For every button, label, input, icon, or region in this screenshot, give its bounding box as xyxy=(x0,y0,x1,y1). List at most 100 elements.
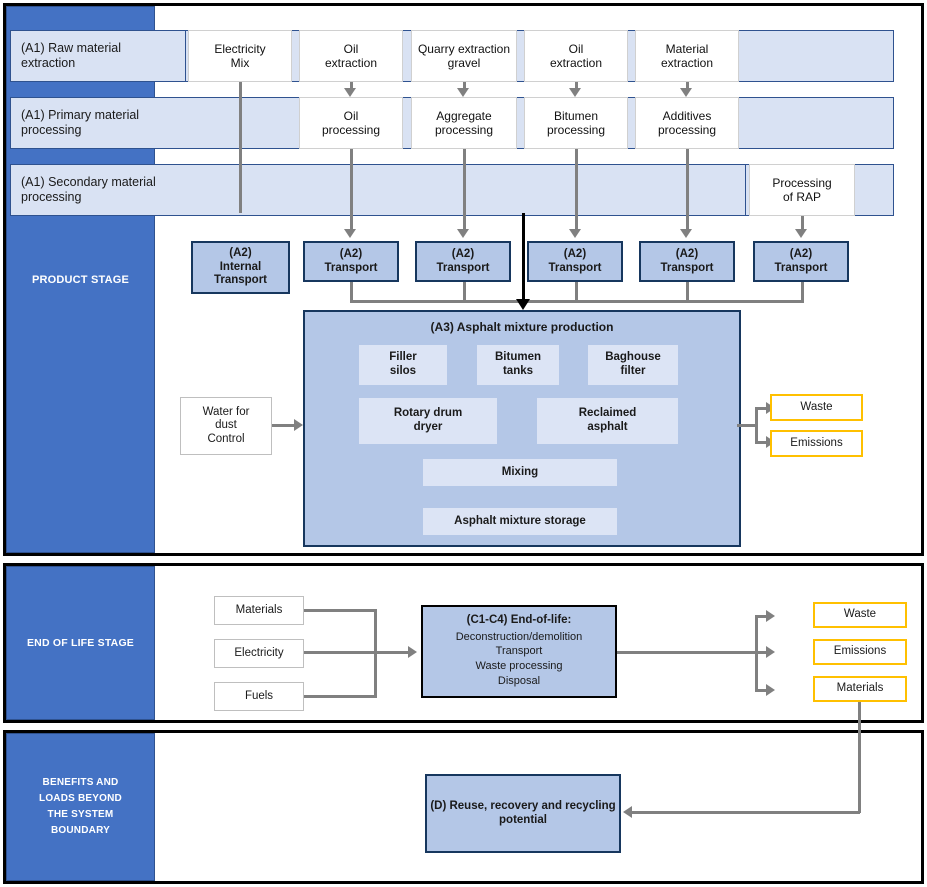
box-eol-input-electricity[interactable]: Electricity xyxy=(214,639,304,668)
connector-main-feed-to-a3 xyxy=(522,213,525,301)
connector-a3-to-waste xyxy=(755,407,769,410)
box-a2-transport-5-l1: (A2) xyxy=(789,247,813,260)
box-oil-extraction-2-l1: Oil xyxy=(568,41,584,56)
connector-electricity-to-eol xyxy=(304,651,410,654)
box-eol-output-waste[interactable]: Waste xyxy=(813,602,907,628)
unit-mixing[interactable]: Mixing xyxy=(423,459,617,486)
box-oil-processing-l2: processing xyxy=(321,123,381,137)
box-processing-of-rap-l2: of RAP xyxy=(782,190,821,204)
connector-additives-down xyxy=(686,149,689,231)
arrow-eol-to-materials xyxy=(766,684,775,696)
unit-rotary-drum-dryer-l1: Rotary drum xyxy=(393,407,463,420)
arrow-aggregate-to-transport xyxy=(457,229,469,238)
box-electricity-mix-l2: Mix xyxy=(230,56,250,70)
box-eol-input-fuels[interactable]: Fuels xyxy=(214,682,304,711)
row-a1-secondary-line1: (A1) Secondary material xyxy=(21,175,156,190)
arrow-to-module-d xyxy=(623,806,632,818)
box-bitumen-processing-l2: processing xyxy=(546,123,606,137)
connector-materials-to-module-d xyxy=(858,702,861,813)
box-a2-transport-2-l1: (A2) xyxy=(451,247,475,260)
box-eol-input-electricity-label: Electricity xyxy=(234,646,284,659)
connector-oil-ext-to-oil-proc xyxy=(350,82,353,90)
row-a1-raw-material-extraction: (A1) Raw material extraction xyxy=(10,30,186,82)
box-material-extraction-l1: Material xyxy=(665,41,709,56)
box-a3-output-waste[interactable]: Waste xyxy=(770,394,863,421)
box-a2-internal-l2: Internal xyxy=(219,260,262,273)
box-material-extraction-l2: extraction xyxy=(660,56,714,70)
connector-electricity-mix-down xyxy=(239,82,242,213)
box-a2-transport-3-l2: Transport xyxy=(548,261,602,274)
box-a2-transport-3[interactable]: (A2)Transport xyxy=(527,241,623,282)
connector-t4-down xyxy=(686,282,689,303)
box-a3-title: (A3) Asphalt mixture production xyxy=(430,320,614,334)
connector-t1-down xyxy=(350,282,353,303)
box-eol-output-materials[interactable]: Materials xyxy=(813,676,907,702)
unit-baghouse-filter-l1: Baghouse xyxy=(605,351,661,364)
box-oil-extraction-1-l2: extraction xyxy=(324,56,378,70)
connector-eol-out-riser xyxy=(755,615,758,691)
box-additives-processing-l2: processing xyxy=(657,123,717,137)
connector-quarry-to-aggregate xyxy=(463,82,466,90)
box-c1-c4-line4: Disposal xyxy=(497,675,541,688)
box-module-d-l2: potential xyxy=(499,813,547,826)
box-a3-output-emissions-label: Emissions xyxy=(790,436,843,449)
box-eol-input-materials[interactable]: Materials xyxy=(214,596,304,625)
box-eol-output-emissions[interactable]: Emissions xyxy=(813,639,907,665)
arrow-additives-to-transport xyxy=(680,229,692,238)
box-c1-c4-end-of-life[interactable]: (C1-C4) End-of-life: Deconstruction/demo… xyxy=(421,605,617,698)
box-quarry-extraction-l2: gravel xyxy=(447,56,481,70)
stage-label-benefits-l3: THE SYSTEM xyxy=(47,809,114,820)
connector-t3-down xyxy=(575,282,578,303)
box-a2-transport-5[interactable]: (A2)Transport xyxy=(753,241,849,282)
unit-reclaimed-asphalt-l1: Reclaimed xyxy=(578,407,637,420)
box-oil-extraction-2-l2: extraction xyxy=(549,56,603,70)
stage-label-end-of-life-text: END OF LIFE STAGE xyxy=(26,637,135,649)
box-a2-transport-4[interactable]: (A2)Transport xyxy=(639,241,735,282)
box-aggregate-processing-l2: processing xyxy=(434,123,494,137)
arrow-rap-to-transport xyxy=(795,229,807,238)
box-bitumen-processing-l1: Bitumen xyxy=(553,108,599,123)
box-a2-transport-4-l2: Transport xyxy=(660,261,714,274)
unit-asphalt-mixture-storage[interactable]: Asphalt mixture storage xyxy=(423,508,617,535)
arrow-eol-to-waste xyxy=(766,610,775,622)
box-a2-transport-2[interactable]: (A2)Transport xyxy=(415,241,511,282)
unit-bitumen-tanks-l2: tanks xyxy=(502,365,534,377)
connector-material-to-additives xyxy=(686,82,689,90)
row-a1-raw-line1: (A1) Raw material xyxy=(21,41,122,56)
box-a2-transport-1[interactable]: (A2)Transport xyxy=(303,241,399,282)
box-a3-output-waste-label: Waste xyxy=(800,400,833,413)
box-c1-c4-line2: Transport xyxy=(495,645,543,658)
row-a1-secondary-line2: processing xyxy=(21,190,82,204)
connector-water-to-a3 xyxy=(272,424,296,427)
arrow-material-to-additives xyxy=(680,88,692,97)
connector-eol-out-main xyxy=(617,651,769,654)
box-module-d-l1: (D) Reuse, recovery and recycling xyxy=(430,799,616,812)
box-a3-output-emissions[interactable]: Emissions xyxy=(770,430,863,457)
arrow-main-feed-to-a3 xyxy=(516,299,530,310)
connector-a3-out xyxy=(737,424,758,427)
unit-reclaimed-asphalt-l2: asphalt xyxy=(587,421,628,433)
arrow-bitumen-to-transport xyxy=(569,229,581,238)
box-a2-transport-3-l1: (A2) xyxy=(563,247,587,260)
connector-module-d-feed xyxy=(632,811,860,814)
box-c1-c4-line1: Deconstruction/demolition xyxy=(455,630,583,643)
